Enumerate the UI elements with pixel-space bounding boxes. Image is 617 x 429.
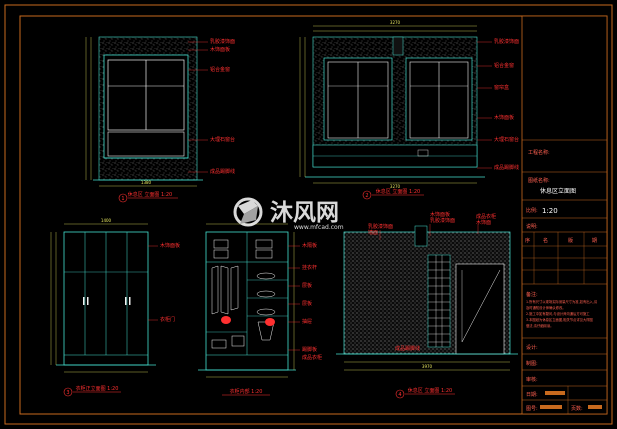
svg-text:乳胶漆饰面: 乳胶漆饰面 [430,217,455,224]
svg-text:大理石窗台: 大理石窗台 [494,136,519,143]
svg-text:抽屉: 抽屉 [302,318,312,325]
col-b: 名 [543,237,548,244]
view-3-title: 衣柜正立面图 1:20 [76,385,119,392]
scale-label: 比例: [526,207,538,214]
svg-text:铝合金窗: 铝合金窗 [210,66,230,73]
title-block: 工程名称: 图纸名称: 休息区立面图 比例: 1:20 说明: 序 名 版 期 … [521,15,608,415]
svg-text:成品衣柜: 成品衣柜 [302,354,322,361]
view-1-title: 休息区 立面图 1:20 [128,191,172,198]
col-c: 版 [568,237,573,244]
svg-text:层板: 层板 [302,300,312,307]
svg-text:铝合金窗: 铝合金窗 [494,62,514,69]
note-line-2: 及时通知设计师确认修改。 [526,305,566,310]
svg-text:成品衣柜: 成品衣柜 [476,213,496,220]
svg-text:3270: 3270 [390,20,401,25]
note-line-4: 3.本图纸为休息区立面图,相关节点详见大样图 [526,317,594,322]
svg-text:木饰面板: 木饰面板 [430,211,450,218]
note-line-1: 1.所有尺寸以现场实际测量尺寸为准,如有出入,请 [526,299,598,304]
wardrobe-front-view: 1400 木饰面板 衣柜门 3 衣柜正立面图 1:20 [50,218,180,397]
check-label: 审核: [526,376,538,383]
svg-text:成品踢脚线: 成品踢脚线 [494,164,519,171]
svg-text:墙面: 墙面 [368,229,378,236]
view-4-title: 衣柜内部 1:20 [230,388,263,395]
watermark-url: www.mfcad.com [294,224,344,231]
design-label: 设计: [526,344,538,351]
drawing-no-label: 图号: [526,406,538,412]
watermark-logo-icon [233,197,263,227]
view-2-marker: 2 [365,193,368,199]
sheet-label: 说明: [526,223,538,230]
drawing-name-label: 图纸名称: [528,177,550,184]
svg-text:木隔板: 木隔板 [302,242,317,249]
col-a: 序 [525,237,530,244]
drawing-name-value: 休息区立面图 [540,187,576,195]
svg-text:1380: 1380 [141,180,152,185]
svg-text:1400: 1400 [101,218,112,223]
scale-value: 1:20 [542,207,558,215]
view-1-marker: 1 [121,196,124,202]
wardrobe-interior-view: 木隔板 挂衣杆 层板 层板 抽屉 踢脚板 成品衣柜 衣柜内部 1:20 [198,223,322,396]
draw-label: 制图: [526,360,538,367]
svg-text:木饰面板: 木饰面板 [210,46,230,53]
view-5-marker: 4 [398,392,401,398]
svg-text:挂衣杆: 挂衣杆 [302,264,317,271]
svg-text:衣柜门: 衣柜门 [160,316,175,323]
svg-text:成品踢脚线: 成品踢脚线 [210,168,235,175]
view-5-title: 休息区 立面图 1:20 [408,387,452,394]
view-3-marker: 3 [66,390,69,396]
view-2-title: 休息区 立面图 1:20 [376,188,420,195]
watermark-brand: 沐风网 [270,200,339,226]
svg-text:3970: 3970 [422,364,433,369]
svg-text:木饰面板: 木饰面板 [160,242,180,249]
svg-text:大理石窗台: 大理石窗台 [210,136,235,143]
pages-label: 页数: [571,405,583,412]
watermark: 沐风网 www.mfcad.com [233,197,344,231]
svg-text:木饰面板: 木饰面板 [494,114,514,121]
svg-text:木饰面: 木饰面 [476,219,491,226]
svg-text:踢脚板: 踢脚板 [302,346,317,353]
svg-text:窗帘盒: 窗帘盒 [494,84,509,91]
col-d: 期 [592,238,597,244]
notes-label: 备注: [526,291,538,298]
svg-text:成品踢脚线: 成品踢脚线 [395,345,420,352]
svg-text:乳胶漆饰面: 乳胶漆饰面 [494,38,519,45]
note-line-3: 2.施工中如有疑问,与设计师沟通后方可施工 [526,311,590,316]
note-line-5: 做法,请仔细阅读。 [526,323,553,328]
svg-text:乳胶漆饰面: 乳胶漆饰面 [210,38,235,45]
elevation-view-2: 3270 3270 乳胶漆饰面 铝合金窗 窗帘盒 木饰面板 大理石窗台 成品踢脚… [299,20,519,200]
elevation-view-1: 1380 乳胶漆饰面 木饰面板 铝合金窗 大理石窗台 成品踢脚线 1 休息区 立… [85,36,235,203]
svg-text:乳胶漆饰面: 乳胶漆饰面 [368,223,393,230]
svg-text:层板: 层板 [302,282,312,289]
project-name-label: 工程名称: [528,149,550,156]
svg-text:3270: 3270 [390,184,401,189]
elevation-view-5: 3970 乳胶漆饰面 墙面 木饰面板 乳胶漆饰面 成品衣柜 木饰面 成品踢脚线 … [336,211,518,399]
date-label: 日期: [526,392,538,398]
